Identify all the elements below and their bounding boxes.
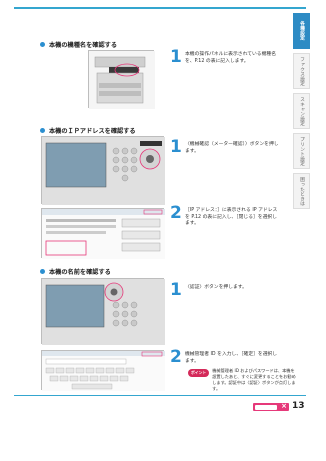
section-heading-ip: 本機のＩＰアドレスを確認する (40, 126, 136, 135)
step-text: ［IP アドレス：］に表示される IP アドレスを P.12 の表に記入し、［閉… (185, 208, 278, 227)
section-title: 本機の名前を確認する (49, 269, 111, 276)
page-tag: × (253, 402, 289, 411)
control-panel-illustration (41, 136, 165, 205)
tab-label: ファクス設定 (299, 56, 304, 86)
sidebar-tabs: 各種設定 ファクス設定 スキャン設定 プリント設定 困ったときは (293, 13, 310, 213)
step-text: 〈認証〉ボタンを押します。 (185, 285, 247, 290)
step-number: 1 (170, 137, 182, 157)
tab-fax[interactable]: ファクス設定 (293, 53, 310, 89)
step-text: 〈機械確認（メーター確認）〉ボタンを押します。 (185, 142, 279, 154)
section-title: 本機の機種名を確認する (49, 42, 118, 49)
tab-settings[interactable]: 各種設定 (293, 13, 310, 49)
tab-label: プリント設定 (299, 136, 304, 166)
bullet-icon (40, 128, 45, 133)
tab-label: 各種設定 (299, 21, 304, 41)
page-tag-mark-icon: × (281, 402, 287, 410)
step-number: 1 (170, 280, 182, 300)
tab-scan[interactable]: スキャン設定 (293, 93, 310, 129)
step-ip-2: 2 ［IP アドレス：］に表示される IP アドレスを P.12 の表に記入し、… (170, 203, 281, 228)
screen-icon (42, 209, 165, 259)
section-heading-name: 本機の名前を確認する (40, 267, 111, 276)
page-number: 13 (292, 401, 305, 411)
tab-label: スキャン設定 (299, 96, 304, 126)
tab-print[interactable]: プリント設定 (293, 133, 310, 169)
machine-info-screen-illustration (41, 208, 165, 259)
auth-button-illustration (41, 278, 165, 345)
tab-label: 困ったときは (299, 176, 304, 206)
step-number: 1 (170, 47, 182, 67)
control-panel-icon (42, 279, 165, 345)
section-title: 本機のＩＰアドレスを確認する (49, 128, 136, 135)
keyboard-icon (42, 351, 165, 391)
step-text: 機械管理者 ID を入力し、［確定］を選択します。 (185, 352, 278, 364)
bullet-icon (40, 269, 45, 274)
bullet-icon (40, 42, 45, 47)
page-tag-inner (255, 404, 277, 410)
step-name-1: 1 〈認証〉ボタンを押します。 (170, 280, 281, 300)
step-text: 本機の操作パネルに表示されている機種名を、P.12 の表に記入します。 (185, 52, 276, 64)
tip-badge: ポイント (188, 369, 210, 377)
printer-illustration (88, 50, 155, 109)
printer-icon (89, 51, 155, 109)
step-number: 2 (170, 347, 182, 367)
step-model-1: 1 本機の操作パネルに表示されている機種名を、P.12 の表に記入します。 (170, 47, 281, 67)
tab-troubleshooting[interactable]: 困ったときは (293, 173, 310, 209)
step-ip-1: 1 〈機械確認（メーター確認）〉ボタンを押します。 (170, 137, 281, 157)
keyboard-screen-illustration (41, 350, 165, 391)
section-heading-model: 本機の機種名を確認する (40, 40, 117, 49)
step-name-2: 2 機械管理者 ID を入力し、［確定］を選択します。 (170, 347, 281, 367)
tip-text: 機械管理者 ID およびパスワードは、本機を設置したあと、すぐに変更することをお… (212, 368, 296, 391)
tip-note: ポイント 機械管理者 ID およびパスワードは、本機を設置したあと、すぐに変更す… (188, 368, 298, 392)
control-panel-icon (42, 137, 165, 205)
step-number: 2 (170, 203, 182, 223)
top-rule (14, 7, 306, 9)
footer-rule (14, 395, 306, 396)
